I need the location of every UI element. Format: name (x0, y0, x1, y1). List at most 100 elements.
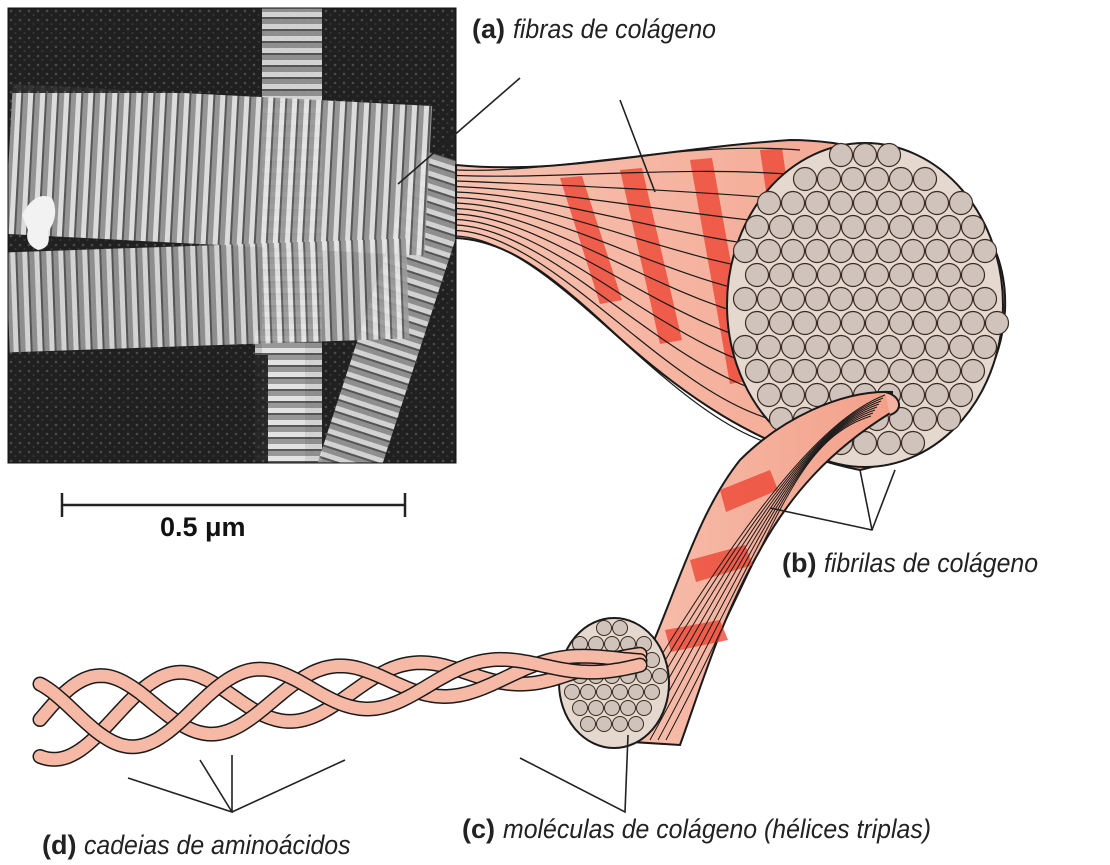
fibril-cross-section (758, 336, 781, 359)
fibril-cross-section (950, 192, 973, 215)
fibril-cross-section (950, 336, 973, 359)
molecule-cross-section (565, 685, 580, 700)
fibril-cross-section (806, 288, 829, 311)
fibril-cross-section (770, 312, 793, 335)
fibril-cross-section (770, 360, 793, 383)
fibril-cross-section (854, 144, 877, 167)
molecule-cross-section (629, 717, 644, 732)
fibril-cross-section (962, 264, 985, 287)
fibril-cross-section (866, 312, 889, 335)
molecule-cross-section (645, 685, 660, 700)
fibril-cross-section (842, 312, 865, 335)
fibril-cross-section (842, 168, 865, 191)
fibril-cross-section (902, 384, 925, 407)
molecule-cross-section (597, 717, 612, 732)
fibril-cross-section (926, 240, 949, 263)
label-d: (d) cadeias de aminoácidos (42, 830, 374, 861)
fibril-cross-section (746, 264, 769, 287)
fibril-cross-section (962, 312, 985, 335)
fibril-cross-section (902, 288, 925, 311)
fibril-cross-section (950, 288, 973, 311)
fibril-cross-section (890, 168, 913, 191)
fibril-cross-section (758, 384, 781, 407)
fibril-cross-section (878, 336, 901, 359)
fibril-cross-section (830, 336, 853, 359)
fibril-cross-section (878, 192, 901, 215)
fibril-cross-section (974, 288, 997, 311)
fibril-cross-section (806, 192, 829, 215)
fibril-cross-section (866, 168, 889, 191)
fibril-cross-section (734, 288, 757, 311)
fibril-cross-section (818, 264, 841, 287)
fibril-cross-section (806, 336, 829, 359)
fibril-cross-section (926, 384, 949, 407)
fibril-cross-section (890, 264, 913, 287)
label-a: (a) fibras de colágeno (472, 14, 733, 45)
fibril-cross-section (842, 360, 865, 383)
fibril-cross-section (950, 384, 973, 407)
fibril-cross-section (962, 216, 985, 239)
fibril-cross-section (794, 312, 817, 335)
label-d-text: cadeias de aminoácidos (84, 830, 351, 861)
molecule-cross-section (597, 685, 612, 700)
fibril-cross-section (866, 360, 889, 383)
fibril-cross-section (938, 312, 961, 335)
fibril-cross-section (818, 312, 841, 335)
fibril-cross-section (770, 216, 793, 239)
fibril-cross-section (782, 240, 805, 263)
fibril-cross-section (914, 312, 937, 335)
fibril-cross-section (914, 360, 937, 383)
label-c-text: moléculas de colágeno (hélices triplas) (503, 814, 931, 845)
fibril-cross-section (830, 144, 853, 167)
molecule-cross-section (629, 685, 644, 700)
molecule-cross-section (605, 637, 620, 652)
fibril-cross-section (926, 192, 949, 215)
fibril-cross-section (806, 240, 829, 263)
fibril-cross-section (914, 216, 937, 239)
fibril-cross-section (914, 168, 937, 191)
fibril-cross-section (902, 336, 925, 359)
molecule-cross-section (581, 717, 596, 732)
fibril-cross-section (878, 240, 901, 263)
fibril-cross-section (794, 216, 817, 239)
scale-bar-label: 0.5 μm (160, 512, 246, 543)
fibril-cross-section (842, 264, 865, 287)
label-d-tag: (d) (42, 830, 76, 860)
fibril-cross-section (878, 432, 901, 455)
molecule-cross-section (637, 701, 652, 716)
fibril-cross-section (866, 264, 889, 287)
fibril-cross-section (746, 216, 769, 239)
fibril-cross-section (890, 312, 913, 335)
fibril-cross-section (914, 408, 937, 431)
fibril-cross-section (830, 192, 853, 215)
fibril-cross-section (938, 264, 961, 287)
fibril-cross-section (830, 288, 853, 311)
fibril-cross-section (866, 216, 889, 239)
fibril-cross-section (842, 216, 865, 239)
fibril-cross-section (854, 240, 877, 263)
fibril-cross-section (782, 288, 805, 311)
fibril-cross-section (794, 264, 817, 287)
triple-helix (40, 654, 640, 759)
fibril-cross-section (746, 360, 769, 383)
fibril-cross-section (734, 336, 757, 359)
label-c: (c) moléculas de colágeno (hélices tripl… (462, 814, 968, 845)
fibril-cross-section (926, 288, 949, 311)
fibril-cross-section (962, 360, 985, 383)
label-c-tag: (c) (462, 814, 495, 844)
fibril-cross-section (938, 408, 961, 431)
molecule-cross-section (581, 685, 596, 700)
fibril-cross-section (818, 216, 841, 239)
molecule-cross-section (605, 701, 620, 716)
fibril-cross-section (926, 336, 949, 359)
fibril-cross-section (758, 240, 781, 263)
fibril-cross-section (770, 264, 793, 287)
molecule-cross-section (589, 701, 604, 716)
fibril-cross-section (974, 336, 997, 359)
fibril-cross-section (902, 192, 925, 215)
fibril-cross-section (794, 168, 817, 191)
fibril-cross-section (914, 264, 937, 287)
fibril-cross-section (986, 312, 1009, 335)
fibril-cross-section (734, 240, 757, 263)
